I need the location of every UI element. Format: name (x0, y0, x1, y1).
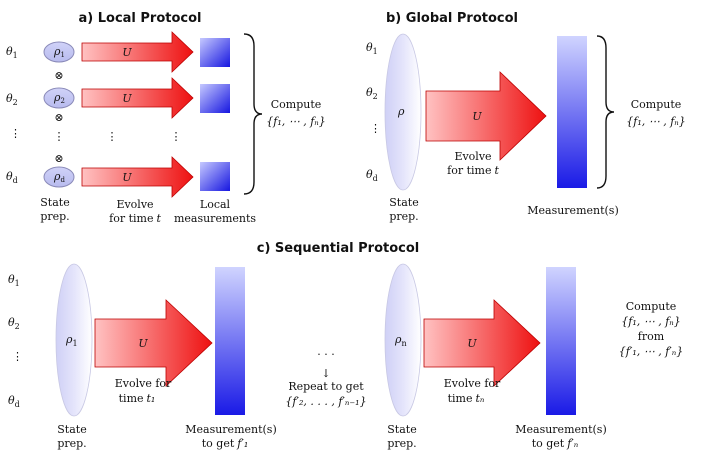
panel-global-protocol: b) Global Protocol θ1 θ2 ⋮ θd ρ U Comput… (366, 11, 686, 223)
rho-1-ellipse: ρ1 (43, 41, 75, 63)
local-measurement-d (200, 162, 230, 191)
local-measurement-1 (200, 38, 230, 67)
measure-vdots: ⋮ (171, 130, 182, 143)
operator-u-label: U (122, 171, 132, 184)
global-measurement-bar (557, 36, 587, 188)
rho-d-label: ρd (53, 170, 65, 184)
measurement-bar-n (546, 267, 576, 415)
rho-1-label: ρ1 (53, 45, 65, 59)
rho-n-label: ρn (394, 333, 407, 348)
repeat-label: Repeat to get{f′₂, . . . , f′ₙ₋₁} (285, 380, 366, 408)
repeat-down-arrow: ↓ (321, 367, 330, 380)
sequential-evolve-arrow-1: U (94, 299, 213, 387)
theta-1-label: θ1 (366, 41, 378, 56)
rho-d-ellipse: ρd (43, 166, 75, 188)
panel-sequential-protocol: c) Sequential Protocol θ1 θ2 ⋮ θd ρ1 U ·… (8, 241, 683, 450)
operator-u-label: U (467, 337, 477, 350)
tensor-product-2: ⊗ (54, 111, 63, 124)
arrow-vdots: ⋮ (107, 130, 118, 143)
rho-2-label: ρ2 (53, 91, 65, 105)
rho-2-ellipse: ρ2 (43, 87, 75, 109)
panel-a-brace (243, 33, 263, 195)
tensor-product-1: ⊗ (54, 69, 63, 82)
theta-1-label: θ1 (8, 273, 20, 288)
rho-1-label: ρ1 (65, 333, 78, 348)
tensor-product-3: ⊗ (54, 152, 63, 165)
panel-c-title: c) Sequential Protocol (257, 241, 420, 256)
operator-u-label: U (122, 46, 132, 59)
rho-n-state-ellipse: ρn (384, 263, 422, 417)
theta-d-label: θd (366, 168, 378, 183)
panel-b-title: b) Global Protocol (386, 11, 518, 26)
evolve-arrow-d: U (81, 156, 194, 198)
sequential-evolve-arrow-n: U (423, 299, 541, 387)
panel-a-compute: Compute (271, 98, 322, 111)
theta-2-label: θ2 (8, 316, 20, 331)
panel-a-title: a) Local Protocol (78, 11, 201, 26)
evolve-arrow-2: U (81, 77, 194, 119)
global-evolve-arrow: U (425, 71, 547, 161)
theta-2-label: θ2 (366, 86, 378, 101)
theta-1-label: θ1 (6, 45, 18, 60)
operator-u-label: U (472, 110, 482, 123)
theta-2-label: θ2 (6, 92, 18, 107)
rho-vdots: ⋮ (54, 130, 65, 143)
theta-vdots: ⋮ (370, 122, 381, 135)
operator-u-label: U (122, 92, 132, 105)
panel-b-measurement: Measurement(s) (527, 204, 619, 217)
measurement-bar-1 (215, 267, 245, 415)
theta-d-label: θd (6, 170, 18, 185)
theta-vdots: ⋮ (12, 350, 23, 363)
panel-b-compute-set: {f₁, ⋯ , fₙ} (626, 115, 686, 128)
operator-u-label: U (138, 337, 148, 350)
evolve-arrow-1: U (81, 31, 194, 73)
global-state-ellipse: ρ (384, 33, 422, 191)
panel-local-protocol: a) Local Protocol θ1 θ2 ⋮ θd ρ1 ⊗ ρ2 ⊗ ⋮… (6, 11, 326, 225)
local-measurement-2 (200, 84, 230, 113)
repeat-ellipsis: · · · (317, 348, 334, 361)
panel-b-brace (596, 35, 615, 189)
theta-vdots: ⋮ (10, 127, 21, 140)
rho-1-state-ellipse: ρ1 (55, 263, 93, 417)
rho-label: ρ (397, 105, 405, 118)
theta-d-label: θd (8, 394, 20, 409)
panel-a-compute-set: {f₁, ⋯ , fₙ} (266, 115, 326, 128)
panel-c-compute: Compute{f₁, ⋯ , fₙ}from{f′₁, ⋯ , f′ₙ} (619, 300, 684, 358)
panel-b-compute: Compute (631, 98, 682, 111)
